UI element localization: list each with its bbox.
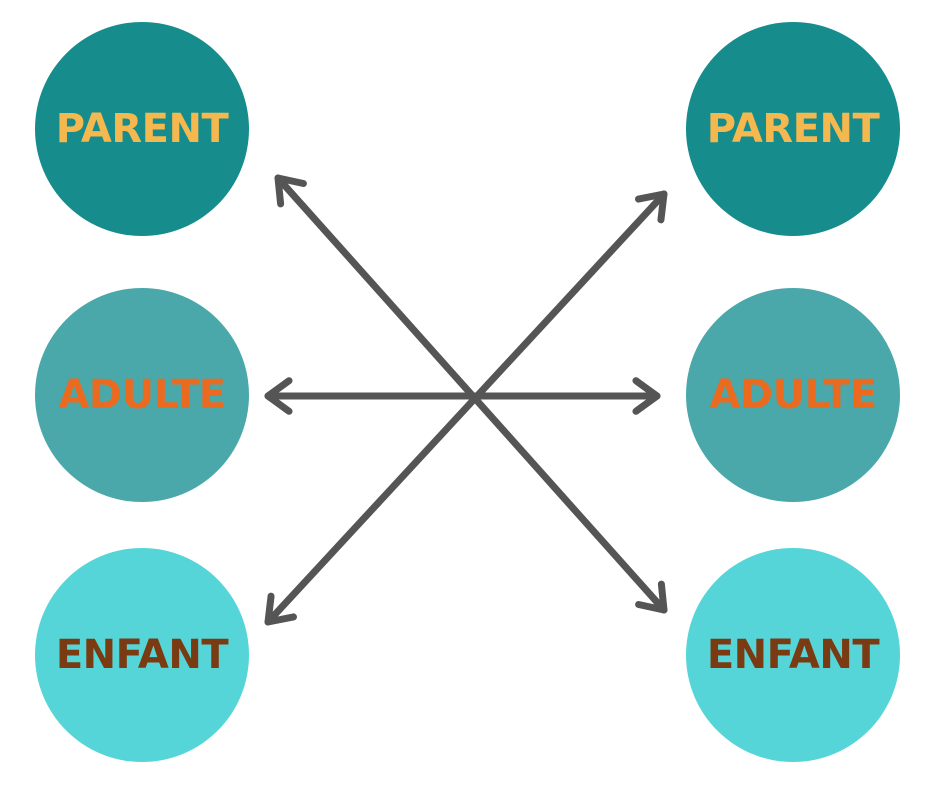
right-adulte-label: ADULTE — [709, 372, 877, 418]
left-parent-label: PARENT — [55, 106, 229, 152]
right-parent-circle: PARENT — [686, 22, 900, 236]
right-parent-label: PARENT — [706, 106, 880, 152]
right-enfant-circle: ENFANT — [686, 548, 900, 762]
arrowhead-right-enfant — [635, 580, 668, 614]
right-adulte-circle: ADULTE — [686, 288, 900, 502]
left-enfant-circle: ENFANT — [35, 548, 249, 762]
left-parent-circle: PARENT — [35, 22, 249, 236]
left-adulte-label: ADULTE — [58, 372, 226, 418]
arrowhead-right-parent — [634, 190, 668, 224]
left-adulte-circle: ADULTE — [35, 288, 249, 502]
arrowhead-left-adulte — [264, 377, 293, 415]
left-enfant-label: ENFANT — [55, 632, 229, 678]
arrowhead-left-enfant — [264, 592, 298, 626]
arrowhead-right-adulte — [632, 377, 661, 415]
right-enfant-label: ENFANT — [706, 632, 880, 678]
arrow-layer — [264, 174, 668, 626]
arrowhead-left-parent — [274, 174, 307, 208]
arrow-left-enfant-to-right-parent — [264, 190, 668, 626]
